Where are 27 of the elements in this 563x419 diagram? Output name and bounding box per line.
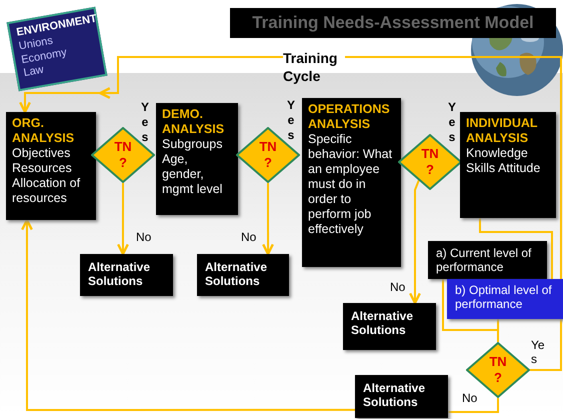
- yes-label: Yes: [446, 100, 457, 145]
- yes-label: Yes: [286, 98, 296, 143]
- cycle-label: Training Cycle: [283, 49, 345, 89]
- analysis-box: INDIVIDUAL ANALYSIS Knowledge Skills Attitude: [460, 112, 556, 218]
- edge-label: No: [390, 281, 406, 295]
- solution-box: Alternative Solutions: [197, 254, 289, 296]
- connector-line: [448, 398, 499, 413]
- analysis-box: DEMO. ANALYSIS Subgroups Age, gender, mgmt level: [156, 103, 238, 215]
- yes-label: Yes: [140, 100, 150, 145]
- edge-label: No: [136, 231, 152, 245]
- title-banner: Training Needs-Assessment Model: [230, 8, 556, 38]
- arrow: [20, 218, 355, 411]
- edge-label: No: [241, 231, 256, 245]
- solution-box: Alternative Solutions: [80, 254, 173, 296]
- connector-line: [497, 319, 500, 342]
- arrow: [408, 180, 421, 304]
- arrow: [116, 183, 129, 256]
- level-box: b) Optimal level of performance: [447, 279, 563, 319]
- solution-box: Alternative Solutions: [355, 375, 448, 418]
- arrow: [262, 183, 274, 256]
- edge-label: Ye s: [531, 339, 546, 367]
- solution-box: Alternative Solutions: [343, 303, 436, 350]
- analysis-box: ORG. ANALYSIS Objectives Resources Allocation of resources: [6, 112, 96, 220]
- level-box: a) Current level of performance: [428, 241, 547, 279]
- connector-line: [345, 56, 562, 371]
- analysis-box: OPERATIONS ANALYSIS Specific behavior: What an employee must do in order to perform job effectively: [302, 98, 401, 267]
- connector-line: [478, 218, 553, 279]
